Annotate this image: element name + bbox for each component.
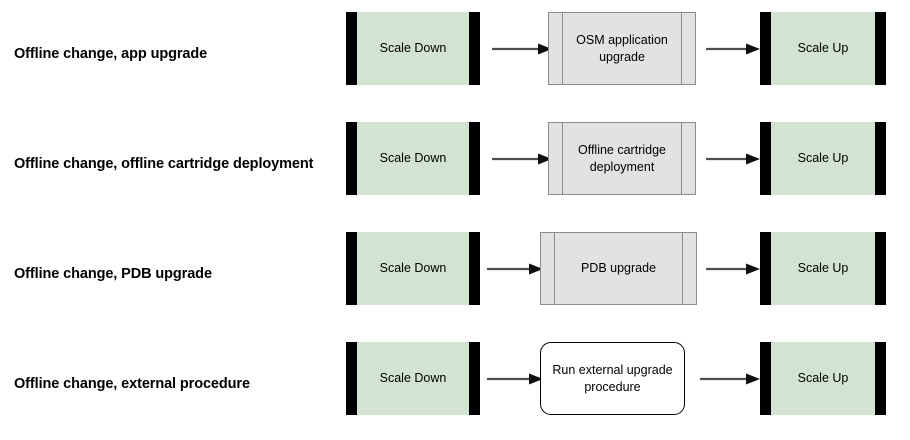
- procedure-row: Offline change, PDB upgrade Scale Down P…: [0, 220, 910, 330]
- row-label-external-procedure: Offline change, external procedure: [14, 376, 250, 393]
- middle-step-label: Run external upgrade procedure: [552, 362, 673, 394]
- middle-step-box: Offline cartridge deployment: [548, 122, 696, 195]
- row-label-offline-cartridge-deployment: Offline change, offline cartridge deploy…: [14, 156, 314, 173]
- arrow-middle-to-scale-up: [700, 371, 762, 387]
- arrow-scale-down-to-middle: [492, 41, 554, 57]
- scale-up-box: Scale Up: [760, 122, 886, 195]
- arrow-scale-down-to-middle: [487, 261, 545, 277]
- scale-down-box: Scale Down: [346, 232, 480, 305]
- middle-step-label: Offline cartridge deployment: [577, 142, 666, 174]
- predefined-process-bar-left: [562, 13, 563, 84]
- scale-up-label: Scale Up: [770, 12, 876, 85]
- predefined-process-bar-right: [682, 233, 683, 304]
- scale-down-label: Scale Down: [356, 122, 470, 195]
- predefined-process-bar-left: [562, 123, 563, 194]
- scale-up-label: Scale Up: [770, 232, 876, 305]
- predefined-process-bar-left: [554, 233, 555, 304]
- arrow-scale-down-to-middle: [487, 371, 545, 387]
- scale-down-box: Scale Down: [346, 12, 480, 85]
- middle-step-label: PDB upgrade: [580, 261, 657, 276]
- scale-up-label: Scale Up: [770, 122, 876, 195]
- row-label-app-upgrade: Offline change, app upgrade: [14, 46, 208, 63]
- procedure-row: Offline change, offline cartridge deploy…: [0, 110, 910, 220]
- middle-step-label: OSM application upgrade: [576, 32, 668, 64]
- scale-down-label: Scale Down: [356, 12, 470, 85]
- row-label-pdb-upgrade: Offline change, PDB upgrade: [14, 266, 212, 283]
- procedure-row: Offline change, app upgrade Scale Down O…: [0, 0, 910, 110]
- predefined-process-bar-right: [681, 123, 682, 194]
- procedure-row: Offline change, external procedure Scale…: [0, 330, 910, 440]
- middle-step-box-rounded: Run external upgrade procedure: [540, 342, 685, 415]
- arrow-scale-down-to-middle: [492, 151, 554, 167]
- scale-up-box: Scale Up: [760, 12, 886, 85]
- scale-up-box: Scale Up: [760, 232, 886, 305]
- arrow-middle-to-scale-up: [706, 41, 762, 57]
- scale-down-box: Scale Down: [346, 342, 480, 415]
- scale-up-box: Scale Up: [760, 342, 886, 415]
- scale-down-label: Scale Down: [356, 342, 470, 415]
- predefined-process-bar-right: [681, 13, 682, 84]
- arrow-middle-to-scale-up: [706, 261, 762, 277]
- arrow-middle-to-scale-up: [706, 151, 762, 167]
- offline-change-procedures-diagram: Offline change, app upgrade Scale Down O…: [0, 0, 910, 415]
- middle-step-box: PDB upgrade: [540, 232, 697, 305]
- scale-down-label: Scale Down: [356, 232, 470, 305]
- scale-up-label: Scale Up: [770, 342, 876, 415]
- scale-down-box: Scale Down: [346, 122, 480, 195]
- middle-step-box: OSM application upgrade: [548, 12, 696, 85]
